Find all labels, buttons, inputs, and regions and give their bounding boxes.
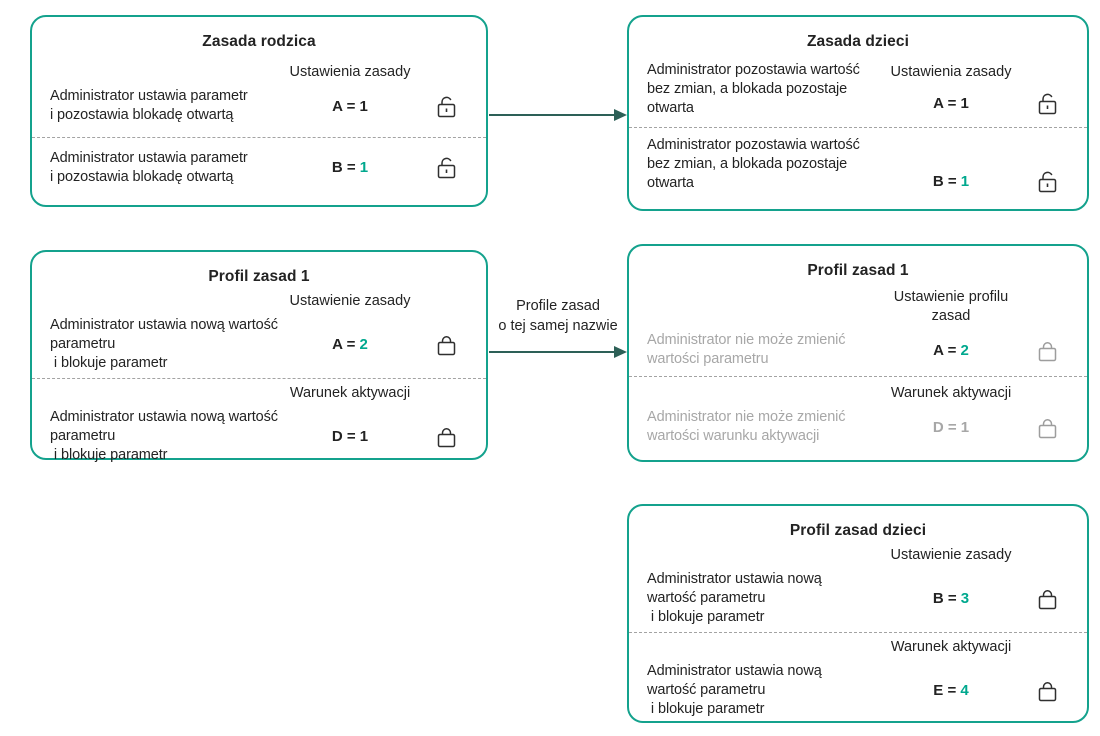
parameter-value-cell: B = 3 [881, 590, 1021, 607]
parameter-name: A = [933, 341, 957, 359]
activation-condition-row: Warunek aktywacji Administrator ustawia … [629, 634, 1087, 723]
closed-lock-icon [1037, 339, 1058, 362]
policy-setting-row: Administrator ustawia parametr i pozosta… [32, 139, 486, 198]
parameter-value-cell: E = 4 [881, 682, 1021, 699]
row-description: Administrator ustawia nową wartość param… [50, 317, 278, 371]
closed-lock-icon [1037, 679, 1058, 702]
row-description: Administrator pozostawia wartość bez zmi… [647, 137, 860, 192]
parameter-value-cell: A = 1 [881, 95, 1021, 112]
parameter-name: D = [331, 428, 356, 445]
open-lock-icon [1037, 170, 1058, 193]
dashed-divider [32, 136, 486, 138]
parameter-value: 1 [359, 159, 369, 177]
parameter-value: 1 [359, 428, 369, 445]
parameter-value: 1 [960, 418, 970, 436]
policy-box-parent: Zasada rodzica Ustawienia zasady Adminis… [30, 15, 488, 207]
policy-setting-row: Ustawienie profilu zasad Administrator n… [629, 282, 1087, 375]
policy-profile-box-1-result: Profil zasad 1 Ustawienie profilu zasad … [627, 244, 1089, 462]
section-header: Ustawienia zasady [890, 64, 1012, 81]
parameter-value: 2 [359, 336, 368, 353]
activation-condition-row: Warunek aktywacji Administrator nie może… [629, 378, 1087, 452]
closed-lock-icon [436, 333, 457, 356]
parameter-value-cell: D = 1 [881, 419, 1021, 436]
parameter-value-cell: A = 1 [280, 98, 420, 115]
policy-setting-row: Administrator pozostawia wartość bez zmi… [629, 129, 1087, 202]
parameter-name: B = [932, 590, 957, 607]
section-header: Ustawienia zasady [289, 64, 411, 81]
box-title: Profil zasad dzieci [789, 522, 927, 539]
parameter-name: D = [932, 418, 957, 436]
section-header: Ustawienie profilu zasad [893, 289, 1009, 324]
box-title: Profil zasad 1 [208, 268, 310, 285]
dashed-divider [629, 632, 1087, 633]
policy-setting-row: Ustawienia zasady Administrator pozostaw… [629, 53, 1087, 126]
row-description: Administrator ustawia nową wartość param… [647, 663, 822, 717]
row-description: Administrator ustawia parametr i pozosta… [50, 149, 248, 185]
inheritance-arrow-icon [489, 109, 627, 121]
parameter-value-cell: D = 1 [280, 428, 420, 445]
same-name-profiles-arrow-icon [489, 346, 627, 358]
section-header: Warunek aktywacji [890, 385, 1012, 401]
dashed-divider [32, 378, 486, 379]
parameter-value-cell: B = 1 [280, 159, 420, 176]
parameter-name: A = [332, 97, 356, 115]
parameter-name: A = [332, 336, 356, 353]
policy-setting-row: Ustawienia zasady Administrator ustawia … [32, 53, 486, 136]
parameter-value: 1 [960, 95, 969, 113]
closed-lock-icon [1037, 416, 1058, 439]
parameter-value: 3 [960, 590, 970, 607]
open-lock-icon [436, 156, 457, 179]
box-title: Zasada rodzica [202, 33, 316, 50]
closed-lock-icon [1037, 587, 1058, 610]
policy-profile-box-1-source: Profil zasad 1 Ustawienie zasady Adminis… [30, 250, 488, 463]
row-description: Administrator ustawia nową wartość param… [647, 571, 822, 625]
parameter-name: B = [331, 159, 356, 177]
open-lock-icon [1037, 92, 1058, 115]
parameter-name: E = [933, 682, 957, 699]
closed-lock-icon [436, 425, 457, 448]
policy-setting-row: Ustawienie zasady Administrator ustawia … [32, 288, 486, 377]
section-header: Warunek aktywacji [289, 385, 411, 401]
policy-setting-row: Ustawienie zasady Administrator ustawia … [629, 542, 1087, 631]
parameter-value-cell: A = 2 [280, 336, 420, 353]
parameter-name: B = [932, 173, 957, 191]
box-title: Zasada dzieci [806, 33, 910, 50]
section-header: Warunek aktywacji [890, 639, 1012, 655]
parameter-value-cell: A = 2 [881, 342, 1021, 359]
parameter-value: 1 [359, 97, 368, 115]
section-header: Ustawienie zasady [890, 547, 1012, 563]
row-description: Administrator nie może zmienić wartości … [647, 332, 846, 367]
policy-profile-box-children: Profil zasad dzieci Ustawienie zasady Ad… [627, 504, 1089, 723]
parameter-value: 2 [960, 341, 969, 359]
parameter-name: A = [933, 95, 957, 113]
section-header: Ustawienie zasady [289, 293, 411, 309]
row-description: Administrator nie może zmienić wartości … [647, 409, 846, 444]
row-description: Administrator ustawia parametr i pozosta… [50, 88, 248, 124]
dashed-divider [629, 126, 1087, 128]
row-description: Administrator ustawia nową wartość param… [50, 409, 278, 463]
arrow-label: Profile zasad o tej samej nazwie [498, 298, 618, 334]
parameter-value: 4 [960, 682, 969, 699]
dashed-divider [629, 376, 1087, 377]
activation-condition-row: Warunek aktywacji Administrator ustawia … [32, 380, 486, 469]
row-description: Administrator pozostawia wartość bez zmi… [647, 61, 860, 116]
parameter-value: 1 [960, 173, 970, 191]
open-lock-icon [436, 95, 457, 118]
box-title: Profil zasad 1 [807, 262, 909, 279]
policy-box-children: Zasada dzieci Ustawienia zasady Administ… [627, 15, 1089, 211]
parameter-value-cell: B = 1 [881, 173, 1021, 190]
